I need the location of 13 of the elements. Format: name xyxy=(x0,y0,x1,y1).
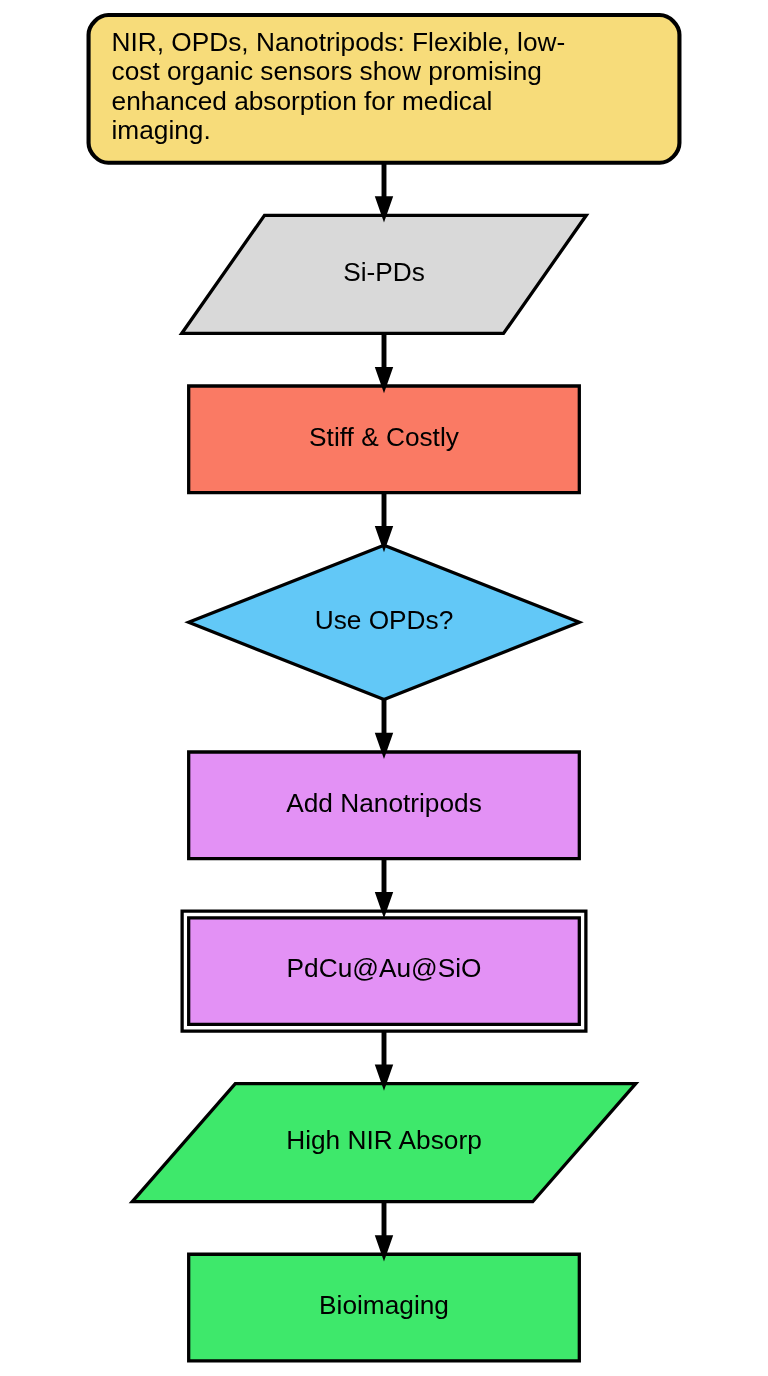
arrow xyxy=(374,163,394,223)
arrow xyxy=(374,1031,394,1091)
arrow xyxy=(374,699,394,759)
node-box: Bioimaging xyxy=(187,1252,581,1363)
arrow xyxy=(374,1201,394,1262)
node-box: PdCu@Au@SiO xyxy=(180,909,588,1033)
node-box: Add Nanotripods xyxy=(187,750,581,861)
arrow xyxy=(374,858,394,919)
node-box: NIR, OPDs, Nanotripods: Flexible, low-cost organic sensors show promising enhanced absorption for medical imaging. xyxy=(86,13,682,165)
node-diamond: Use OPDs? xyxy=(184,543,584,702)
arrow xyxy=(374,333,394,394)
arrow xyxy=(374,492,394,553)
node-box: Stiff & Costly xyxy=(187,384,581,495)
